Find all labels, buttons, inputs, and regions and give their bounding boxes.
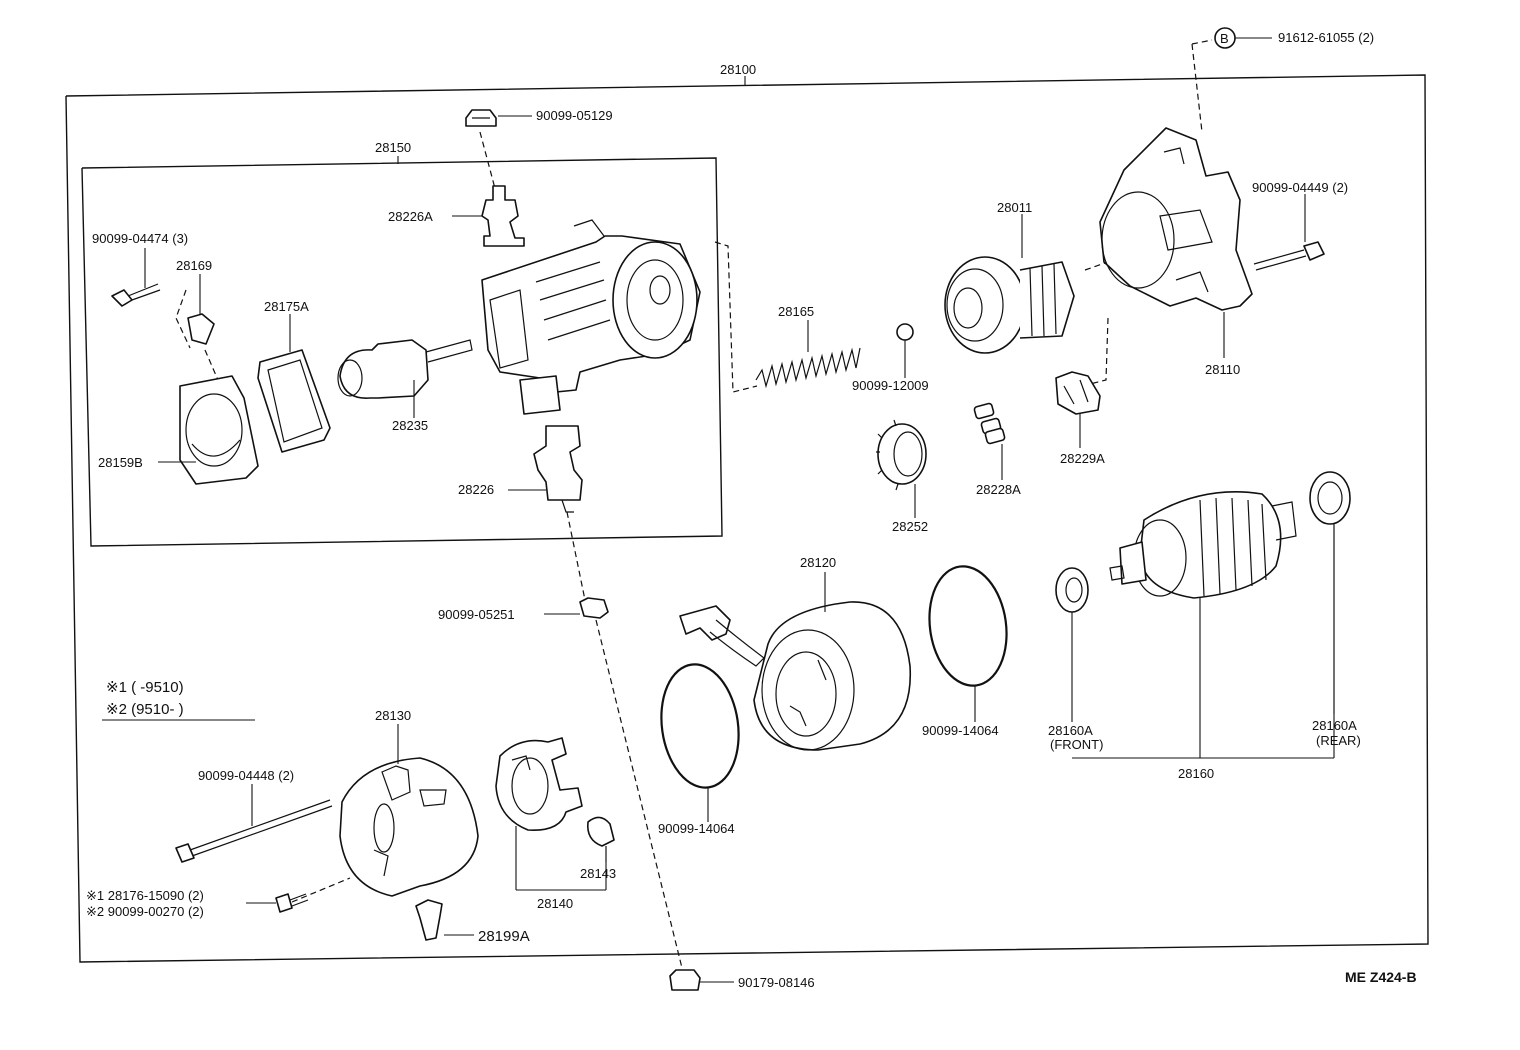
nut-mid-part: 90099-05251 [438,597,609,622]
label-28160A-rear: 28160A [1312,718,1357,733]
label-28160: 28160 [1178,766,1214,781]
label-28199A: 28199A [478,928,530,945]
label-28110: 28110 [1205,362,1240,377]
note-1: ※1 ( -9510) [106,679,184,696]
assembly-frame: 28100 [65,62,1429,963]
clutch-part: 28011 [944,200,1075,354]
retainer-part: 28229A [1055,371,1105,466]
label-28226: 28226 [458,482,494,497]
oring-yoke-part: 90099-14064 [922,565,1008,738]
label-28252: 28252 [892,519,928,534]
label-90099-04474: 90099-04474 (3) [92,231,188,246]
through-bolt-part: 90099-04448 (2) [175,768,333,863]
label-28100: 28100 [720,62,756,77]
cap-part: 28199A [415,899,530,945]
label-90179-08146: 90179-08146 [738,975,815,990]
label-90099-14064-b: 90099-14064 [658,821,735,836]
nut-top-part: 90099-05129 [465,108,613,127]
circle-b-letter: B [1220,31,1229,46]
screw-b-callout: B 91612-61055 (2) [1214,27,1374,49]
label-28175A: 28175A [264,299,309,314]
label-90099-14064-a: 90099-14064 [922,723,999,738]
label-28150: 28150 [375,140,411,155]
gasket-part: 28175A [257,299,331,453]
label-screw-2: ※2 90099-00270 (2) [86,904,204,919]
housing-group-frame: 28150 [81,140,723,547]
label-28169: 28169 [176,258,212,273]
end-frame-part: 28130 [339,708,479,897]
label-28120: 28120 [800,555,836,570]
oring-front-part: 90099-14064 [658,663,740,836]
label-rear-note: (REAR) [1316,733,1361,748]
terminal-a-part: 28226A [388,185,525,247]
label-90099-04449: 90099-04449 (2) [1252,180,1348,195]
label-90099-05129: 90099-05129 [536,108,613,123]
label-28159B: 28159B [98,455,143,470]
rollers-part: 28228A [973,402,1021,497]
label-90099-12009: 90099-12009 [852,378,929,393]
cover-part: 28159B [98,375,259,485]
solenoid-housing-part [481,219,701,415]
label-28229A: 28229A [1060,451,1105,466]
label-28140: 28140 [537,896,573,911]
label-28143: 28143 [580,866,616,881]
label-28130: 28130 [375,708,411,723]
yoke-part: 28120 [679,555,912,751]
diagram-code: ME Z424-B [1345,969,1417,985]
ball-part: 90099-12009 [852,323,929,393]
label-28235: 28235 [392,418,428,433]
label-28160A-front: 28160A [1048,723,1093,738]
bolt-two-part: 90099-04449 (2) [1252,180,1348,271]
label-28226A: 28226A [388,209,433,224]
label-90099-04448: 90099-04448 (2) [198,768,294,783]
label-28011: 28011 [997,200,1032,215]
label-front-note: (FRONT) [1050,737,1103,752]
clip-part: 28169 [176,258,215,345]
label-screw-1: ※1 28176-15090 (2) [86,888,204,903]
end-frame-screw-part: ※1 28176-15090 (2) ※2 90099-00270 (2) [86,888,309,919]
bearing-front-part: 28160A (FRONT) [1048,567,1103,752]
brush-spring-part: 28143 [580,816,616,890]
label-28165: 28165 [778,304,814,319]
label-90099-05251: 90099-05251 [438,607,515,622]
armature-part: 28160 [1072,491,1334,781]
spring-part: 28165 [755,304,861,389]
gear-part: 28252 [876,419,928,534]
bearing-rear-part: 28160A (REAR) [1309,471,1361,758]
brush-holder-part: 28140 [495,737,606,911]
bolt-three-part: 90099-04474 (3) [92,231,188,307]
nut-bottom-part: 90179-08146 [669,969,815,991]
label-28228A: 28228A [976,482,1021,497]
legend-notes: ※1 ( -9510) ※2 (9510- ) [102,679,255,721]
plunger-part: 28235 [337,339,473,433]
terminal-part: 28226 [458,425,583,513]
note-2: ※2 (9510- ) [106,701,184,718]
front-housing-part: 28110 [1099,127,1253,377]
label-91612-61055: 91612-61055 (2) [1278,30,1374,45]
